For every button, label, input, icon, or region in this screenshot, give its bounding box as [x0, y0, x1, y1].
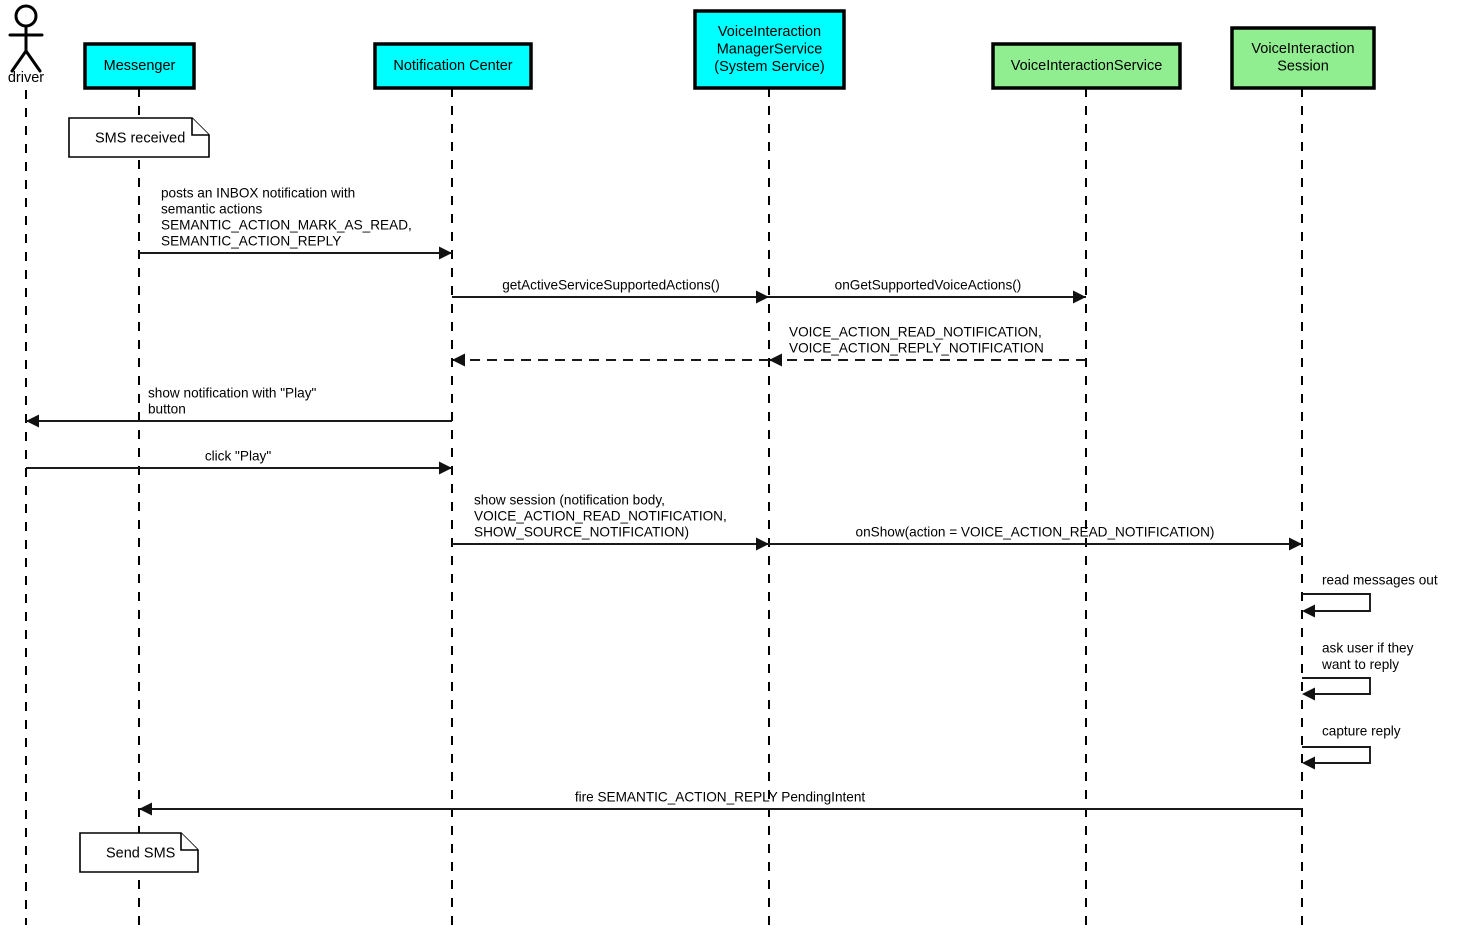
- msg-show-notification-with-play-button-arrowhead-icon: [26, 414, 39, 428]
- participant-label-voiceinteraction-session-line1: Session: [1277, 59, 1329, 75]
- self-capture-reply-label-line0: capture reply: [1322, 724, 1401, 739]
- note-sms-received-label: SMS received: [95, 130, 185, 146]
- participant-box-messenger[interactable]: [83, 42, 196, 90]
- msg-get-active-service-supported-actions[interactable]: getActiveServiceSupportedActions(): [452, 278, 769, 304]
- messages-group: posts an INBOX notification withsemantic…: [26, 186, 1302, 816]
- msg-on-show-label-line0: onShow(action = VOICE_ACTION_READ_NOTIFI…: [856, 525, 1215, 540]
- msg-click-play[interactable]: click "Play": [26, 449, 452, 475]
- msg-show-session-label-line2: SHOW_SOURCE_NOTIFICATION): [474, 525, 689, 540]
- self-ask-user-if-they-want-to-reply-label-line0: ask user if they: [1322, 641, 1414, 656]
- actor-driver: driver: [8, 4, 44, 86]
- lifelines-group: [25, 88, 1303, 925]
- msg-on-show-arrowhead-icon: [1289, 537, 1302, 551]
- participant-label-voiceinteraction-session-line0: VoiceInteraction: [1251, 41, 1354, 57]
- msg-return-voice-actions-to-vims-label-line1: VOICE_ACTION_REPLY_NOTIFICATION: [789, 341, 1044, 356]
- self-ask-user-if-they-want-to-reply-line: [1302, 677, 1371, 695]
- msg-post-inbox-notification-label-line0: posts an INBOX notification with: [161, 186, 355, 201]
- msg-post-inbox-notification[interactable]: posts an INBOX notification withsemantic…: [139, 186, 452, 260]
- msg-on-get-supported-voice-actions-arrowhead-icon: [1073, 290, 1086, 304]
- msg-return-voice-actions-to-vims-arrowhead-icon: [769, 353, 782, 367]
- note-sms-received-fold-icon: [191, 118, 209, 136]
- msg-post-inbox-notification-arrowhead-icon: [439, 246, 452, 260]
- note-sms-received-shape: [68, 117, 210, 158]
- participant-notification-center[interactable]: Notification Center: [373, 42, 533, 90]
- self-capture-reply-line: [1302, 746, 1371, 764]
- self-read-messages-out-line: [1302, 593, 1371, 612]
- msg-get-active-service-supported-actions-arrowhead-icon: [756, 290, 769, 304]
- msg-show-session[interactable]: show session (notification body,VOICE_AC…: [452, 493, 769, 551]
- msg-return-voice-actions-to-notification-center-arrowhead-icon: [452, 353, 465, 367]
- msg-show-session-label-line1: VOICE_ACTION_READ_NOTIFICATION,: [474, 509, 727, 524]
- msg-click-play-label-line0: click "Play": [205, 449, 271, 464]
- participant-box-voiceinteraction-service[interactable]: [991, 42, 1182, 90]
- self-ask-user-if-they-want-to-reply-label-line1: want to reply: [1321, 657, 1399, 672]
- participant-messenger[interactable]: Messenger: [83, 42, 196, 90]
- msg-show-session-label-line0: show session (notification body,: [474, 493, 665, 508]
- participant-label-voiceinteraction-service-line0: VoiceInteractionService: [1011, 58, 1163, 74]
- msg-fire-semantic-action-reply-pendingintent-label-line0: fire SEMANTIC_ACTION_REPLY PendingIntent: [575, 790, 866, 805]
- msg-fire-semantic-action-reply-pendingintent-arrowhead-icon: [139, 802, 152, 816]
- msg-post-inbox-notification-label-line1: semantic actions: [161, 202, 262, 217]
- note-send-sms-fold-icon: [180, 833, 198, 851]
- msg-show-notification-with-play-button-label-line0: show notification with "Play": [148, 386, 316, 401]
- note-send-sms-label: Send SMS: [106, 845, 175, 861]
- participant-label-notification-center-line0: Notification Center: [393, 58, 512, 74]
- participant-label-voiceinteraction-manager-service-line2: (System Service): [714, 59, 824, 75]
- self-read-messages-out[interactable]: read messages out: [1302, 573, 1438, 618]
- msg-post-inbox-notification-label-line2: SEMANTIC_ACTION_MARK_AS_READ,: [161, 218, 412, 233]
- msg-return-voice-actions-to-notification-center[interactable]: [452, 353, 769, 367]
- msg-return-voice-actions-to-vims[interactable]: VOICE_ACTION_READ_NOTIFICATION,VOICE_ACT…: [769, 325, 1086, 367]
- note-send-sms-shape: [79, 832, 199, 873]
- msg-click-play-arrowhead-icon: [439, 461, 452, 475]
- msg-on-get-supported-voice-actions[interactable]: onGetSupportedVoiceActions(): [769, 278, 1086, 304]
- self-capture-reply-arrowhead-icon: [1302, 756, 1315, 770]
- participant-box-notification-center[interactable]: [373, 42, 533, 90]
- self-ask-user-if-they-want-to-reply-arrowhead-icon: [1302, 687, 1315, 701]
- msg-get-active-service-supported-actions-label-line0: getActiveServiceSupportedActions(): [502, 278, 720, 293]
- msg-on-get-supported-voice-actions-label-line0: onGetSupportedVoiceActions(): [835, 278, 1022, 293]
- msg-on-show[interactable]: onShow(action = VOICE_ACTION_READ_NOTIFI…: [769, 525, 1302, 551]
- participant-box-voiceinteraction-manager-service[interactable]: [693, 9, 846, 90]
- participant-voiceinteraction-service[interactable]: VoiceInteractionService: [991, 42, 1182, 90]
- msg-show-notification-with-play-button-label-line1: button: [148, 402, 186, 417]
- msg-fire-semantic-action-reply-pendingintent[interactable]: fire SEMANTIC_ACTION_REPLY PendingIntent: [139, 790, 1302, 816]
- participant-box-voiceinteraction-session[interactable]: [1230, 26, 1376, 90]
- participant-label-voiceinteraction-manager-service-line1: ManagerService: [717, 41, 823, 57]
- msg-post-inbox-notification-label-line3: SEMANTIC_ACTION_REPLY: [161, 234, 341, 249]
- note-send-sms: Send SMS: [79, 832, 199, 873]
- note-sms-received: SMS received: [68, 117, 210, 158]
- self-read-messages-out-arrowhead-icon: [1302, 604, 1315, 618]
- msg-show-notification-with-play-button[interactable]: show notification with "Play"button: [26, 386, 452, 428]
- participant-label-messenger-line0: Messenger: [104, 58, 176, 74]
- participant-label-voiceinteraction-manager-service-line0: VoiceInteraction: [718, 24, 821, 40]
- self-read-messages-out-label-line0: read messages out: [1322, 573, 1438, 588]
- participants-group: Messenger Notification Center VoiceInterac…: [83, 9, 1376, 90]
- actor-label-driver: driver: [8, 70, 44, 86]
- msg-show-session-arrowhead-icon: [756, 537, 769, 551]
- actor-leg-right-icon: [24, 49, 42, 73]
- actor-leg-left-icon: [10, 49, 28, 73]
- self-capture-reply[interactable]: capture reply: [1302, 724, 1401, 770]
- msg-return-voice-actions-to-vims-label-line0: VOICE_ACTION_READ_NOTIFICATION,: [789, 325, 1042, 340]
- actor-head-icon: [14, 4, 38, 28]
